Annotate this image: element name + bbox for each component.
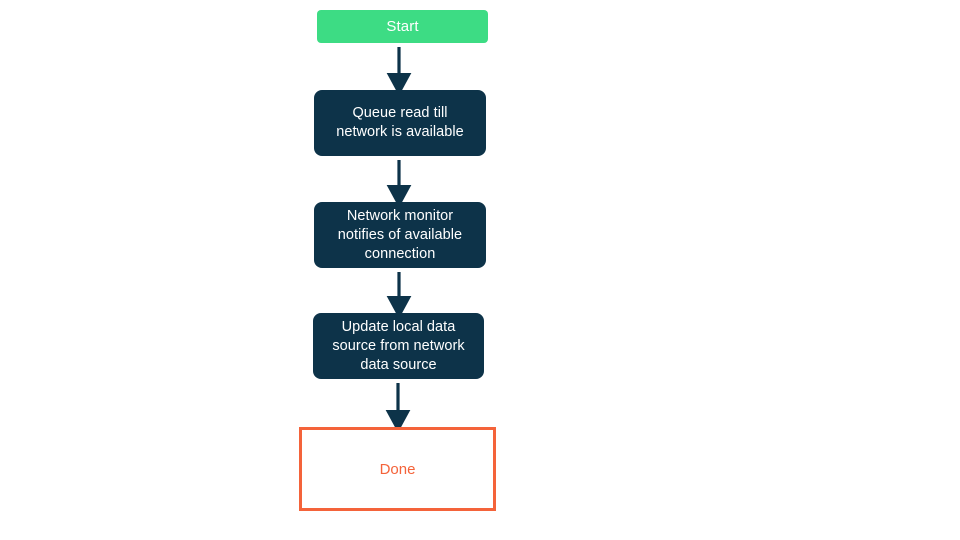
node-network-monitor-label: Network monitor notifies of available co… (337, 207, 463, 262)
node-queue-read[interactable]: Queue read till network is available (314, 90, 486, 156)
node-done[interactable]: Done (299, 427, 496, 511)
node-done-label: Done (379, 460, 416, 478)
node-network-monitor[interactable]: Network monitor notifies of available co… (314, 202, 486, 268)
node-update-local[interactable]: Update local data source from network da… (313, 313, 484, 379)
node-start-label: Start (386, 18, 419, 35)
node-start[interactable]: Start (317, 10, 488, 43)
node-update-local-label: Update local data source from network da… (332, 318, 465, 373)
node-queue-read-label: Queue read till network is available (336, 105, 464, 140)
